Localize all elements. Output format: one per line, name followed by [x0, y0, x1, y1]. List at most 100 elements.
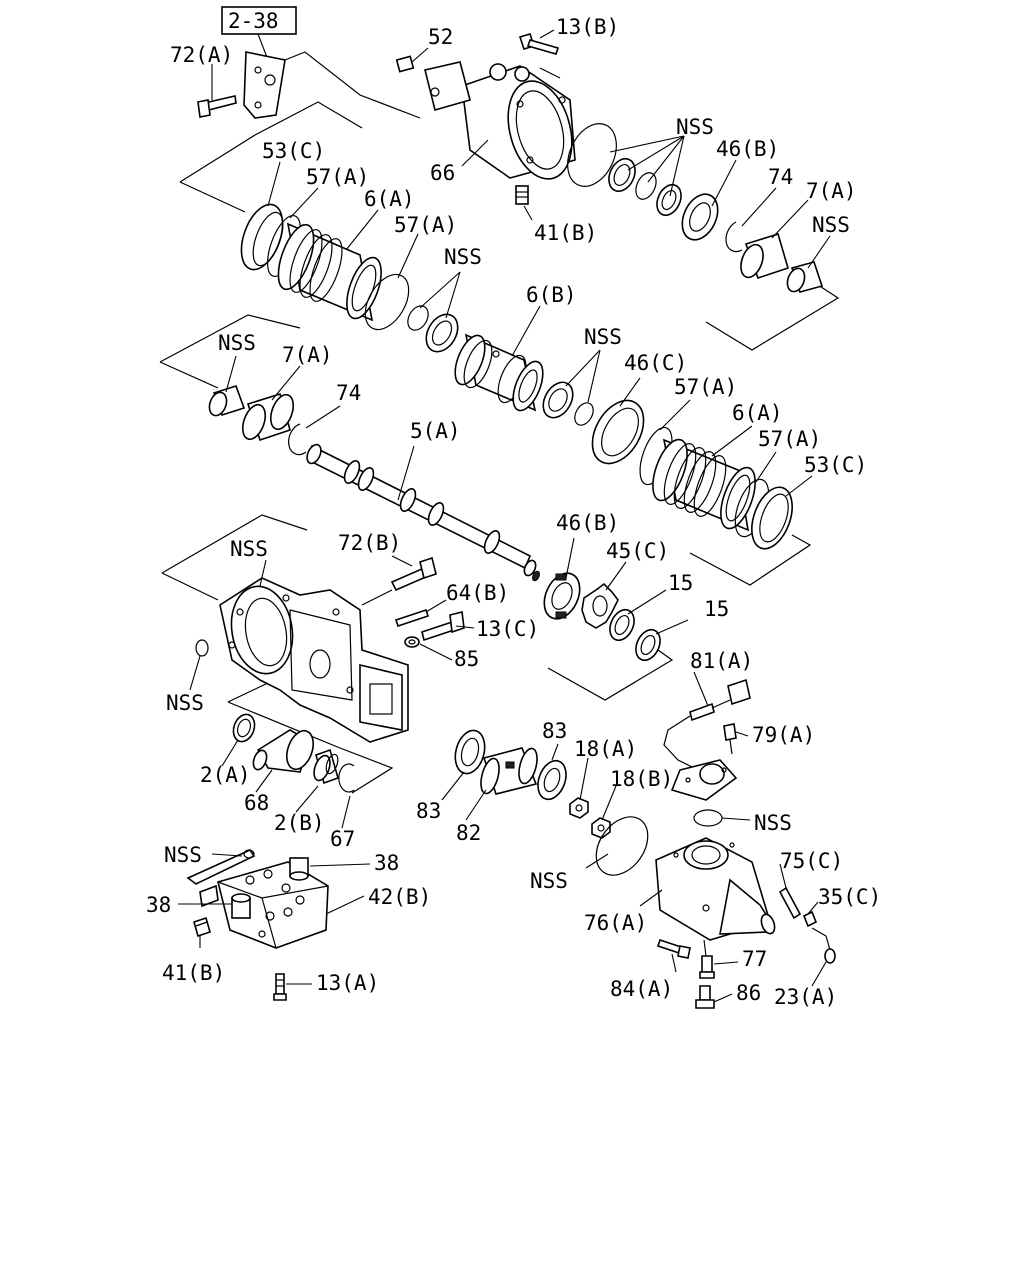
label-35c[interactable]: 35(C) — [818, 885, 881, 909]
label-53c-top[interactable]: 53(C) — [262, 139, 325, 163]
label-75c[interactable]: 75(C) — [780, 849, 843, 873]
label-18a[interactable]: 18(A) — [574, 737, 637, 761]
nut-18b[interactable] — [591, 817, 611, 839]
label-7a-top[interactable]: 7(A) — [806, 179, 857, 203]
label-41b-top[interactable]: 41(B) — [534, 221, 597, 245]
bushing-2a[interactable] — [230, 711, 258, 744]
plug-52[interactable] — [395, 55, 415, 73]
label-15-a[interactable]: 15 — [668, 571, 693, 595]
seal-nss-1[interactable] — [604, 155, 640, 196]
housing-76a[interactable] — [655, 837, 777, 941]
ring-nss-2[interactable] — [632, 170, 660, 203]
o-ring-nss-large[interactable] — [586, 807, 659, 885]
bushing-7a-mid[interactable] — [238, 392, 297, 443]
washer-46c[interactable] — [582, 392, 654, 473]
piston-6a-lower[interactable] — [646, 435, 762, 533]
label-nss-10[interactable]: NSS — [164, 843, 202, 867]
bolt-13b[interactable] — [518, 33, 560, 55]
label-45c[interactable]: 45(C) — [606, 539, 669, 563]
label-57a-2[interactable]: 57(A) — [394, 213, 457, 237]
label-5a[interactable]: 5(A) — [410, 419, 461, 443]
label-46b-mid[interactable]: 46(B) — [556, 511, 619, 535]
label-74-top[interactable]: 74 — [768, 165, 793, 189]
sensor-body[interactable] — [670, 759, 738, 801]
washer-46b-mid[interactable] — [537, 567, 586, 624]
bolt-86[interactable] — [695, 985, 715, 1009]
label-86[interactable]: 86 — [736, 981, 761, 1005]
washer-15-a[interactable] — [605, 606, 638, 644]
label-52[interactable]: 52 — [428, 25, 453, 49]
gasket-83-a[interactable] — [451, 727, 489, 777]
ring-nss-mid-4[interactable] — [571, 400, 597, 429]
label-nss-3[interactable]: NSS — [444, 245, 482, 269]
gear-housing[interactable] — [219, 577, 409, 743]
plug-38-right[interactable] — [289, 857, 309, 881]
clip-67[interactable] — [338, 763, 355, 793]
label-41b-bottom[interactable]: 41(B) — [162, 961, 225, 985]
gasket-83-b[interactable] — [533, 757, 571, 803]
label-57a-4[interactable]: 57(A) — [758, 427, 821, 451]
label-46c[interactable]: 46(C) — [624, 351, 687, 375]
bushing-nss-mid[interactable] — [206, 385, 246, 418]
label-6a-top[interactable]: 6(A) — [364, 187, 415, 211]
o-ring-57a-upper-2[interactable] — [356, 267, 417, 337]
label-18b[interactable]: 18(B) — [610, 767, 673, 791]
label-nss-7[interactable]: NSS — [166, 691, 204, 715]
label-2b[interactable]: 2(B) — [274, 811, 325, 835]
elbow-68[interactable] — [251, 727, 318, 773]
coupler-82[interactable] — [478, 747, 541, 796]
plug-38-left[interactable] — [231, 893, 251, 919]
label-74-mid[interactable]: 74 — [336, 381, 361, 405]
label-nss-8[interactable]: NSS — [754, 811, 792, 835]
bolt-72a[interactable] — [197, 95, 237, 118]
piston-6a-upper[interactable] — [271, 220, 388, 323]
label-38-right[interactable]: 38 — [374, 851, 399, 875]
label-81a[interactable]: 81(A) — [690, 649, 753, 673]
bolt-79a[interactable] — [723, 723, 737, 755]
label-68[interactable]: 68 — [244, 791, 269, 815]
label-83-b[interactable]: 83 — [542, 719, 567, 743]
label-82[interactable]: 82 — [456, 821, 481, 845]
label-53c-low[interactable]: 53(C) — [804, 453, 867, 477]
ring-nss-block[interactable] — [243, 849, 255, 859]
label-79a[interactable]: 79(A) — [752, 723, 815, 747]
label-15-b[interactable]: 15 — [704, 597, 729, 621]
o-ring-top[interactable] — [558, 116, 626, 194]
seal-nss-mid-3[interactable] — [537, 377, 579, 423]
label-38-left[interactable]: 38 — [146, 893, 171, 917]
nut-18a[interactable] — [569, 797, 589, 819]
valve-block-42b[interactable] — [217, 861, 329, 949]
shaft-5a[interactable] — [304, 442, 540, 582]
label-77[interactable]: 77 — [742, 947, 767, 971]
washer-46b-top[interactable] — [675, 188, 724, 245]
label-7a-mid[interactable]: 7(A) — [282, 343, 333, 367]
washer-85[interactable] — [404, 636, 420, 648]
label-66[interactable]: 66 — [430, 161, 455, 185]
seal-nss-mid-2[interactable] — [420, 309, 464, 358]
seal-nss-3[interactable] — [652, 181, 685, 219]
snap-ring-74-top[interactable] — [725, 221, 743, 253]
bolt-72b[interactable] — [390, 556, 437, 592]
label-67[interactable]: 67 — [330, 827, 355, 851]
bolt-13a[interactable] — [273, 973, 287, 1001]
label-nss-6[interactable]: NSS — [230, 537, 268, 561]
bushing-nss-top[interactable] — [784, 261, 824, 294]
elbow-23a[interactable] — [811, 927, 836, 964]
label-85[interactable]: 85 — [454, 647, 479, 671]
label-57a-1[interactable]: 57(A) — [306, 165, 369, 189]
housing-66[interactable] — [424, 61, 582, 186]
part-35c[interactable] — [802, 910, 818, 928]
pin-75c[interactable] — [778, 886, 802, 920]
label-72b[interactable]: 72(B) — [338, 531, 401, 555]
mounting-plate[interactable] — [243, 51, 286, 119]
label-13b[interactable]: 13(B) — [556, 15, 619, 39]
label-nss-2[interactable]: NSS — [812, 213, 850, 237]
pin-64b[interactable] — [394, 608, 430, 628]
label-64b[interactable]: 64(B) — [446, 581, 509, 605]
bolt-84a[interactable] — [656, 938, 691, 959]
page-reference[interactable]: 2-38 — [221, 6, 297, 35]
label-13c[interactable]: 13(C) — [476, 617, 539, 641]
seal-53c-lower[interactable] — [744, 482, 800, 554]
sensor-cable[interactable] — [663, 715, 695, 769]
bushing-2b[interactable] — [311, 748, 340, 785]
